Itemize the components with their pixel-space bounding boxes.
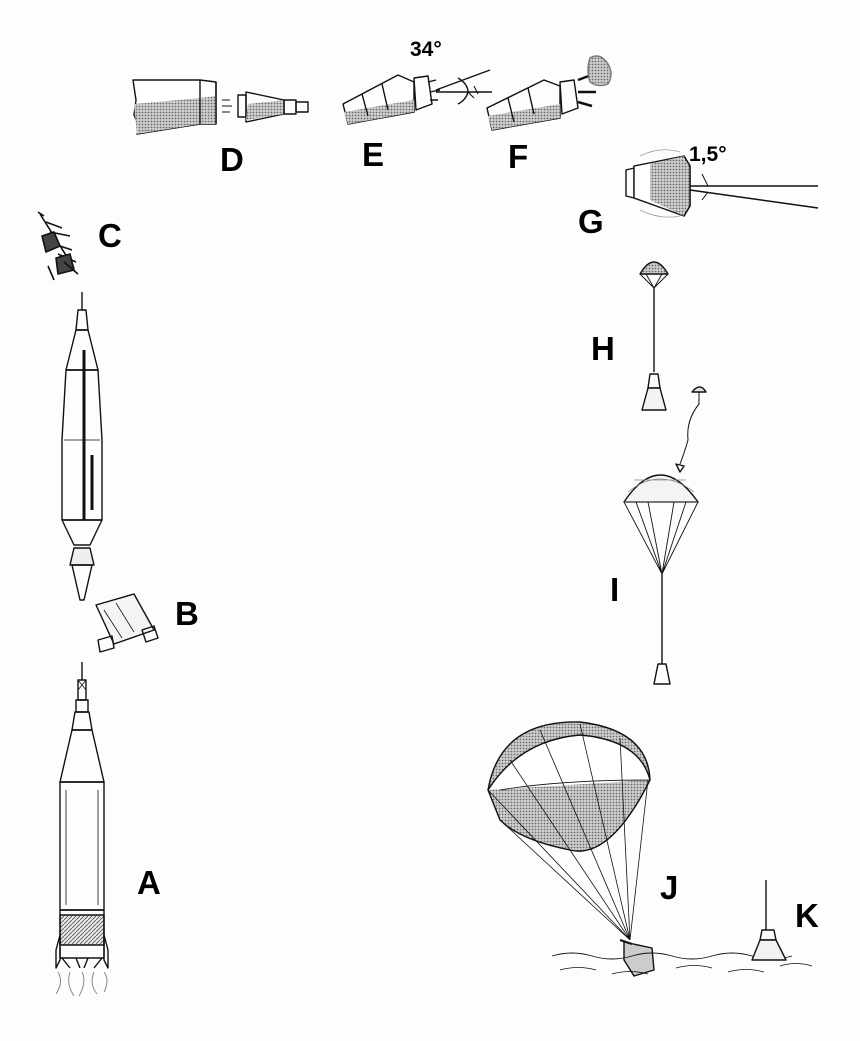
capsule-turnaround-e <box>342 69 492 125</box>
drogue-parachute-h <box>639 261 669 411</box>
label-e: E <box>362 136 385 173</box>
reentry-angle-label: 1,5° <box>689 143 727 166</box>
main-parachute-i <box>623 386 707 685</box>
label-j: J <box>660 869 679 906</box>
label-k: K <box>795 897 819 934</box>
label-f: F <box>508 138 529 175</box>
capsule-separation-d <box>132 79 309 135</box>
splashdown-j <box>487 721 813 977</box>
label-c: C <box>98 217 122 254</box>
escape-tower-c <box>37 211 79 281</box>
capsule-retrofire-f <box>486 55 612 131</box>
label-d: D <box>220 141 244 178</box>
label-g: G <box>578 203 604 240</box>
sustainer-rocket <box>61 292 103 601</box>
label-a: A <box>137 864 161 901</box>
label-i: I <box>610 571 620 608</box>
label-b: B <box>175 595 199 632</box>
label-h: H <box>591 330 615 367</box>
floating-capsule-k <box>751 880 787 961</box>
separation-angle-label: 34° <box>410 38 442 61</box>
launch-rocket-a <box>55 662 109 997</box>
capsule-reentry-g <box>625 149 819 218</box>
booster-section-b <box>95 593 159 653</box>
